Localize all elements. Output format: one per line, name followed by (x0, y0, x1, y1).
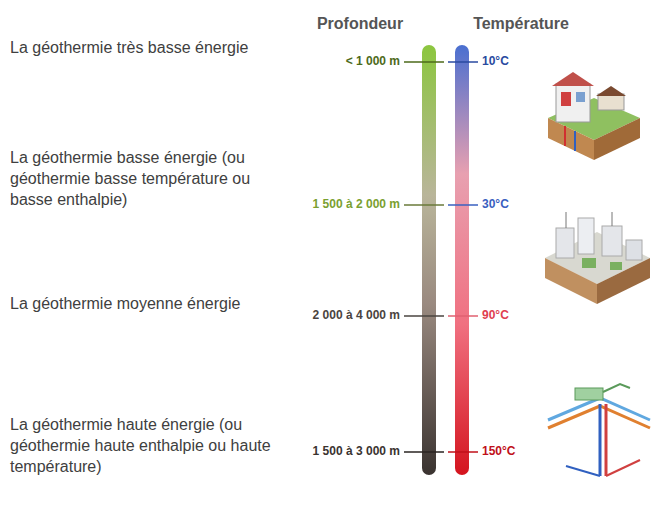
column-heading: Profondeur (300, 14, 420, 35)
depth-value: 1 500 à 3 000 m (262, 444, 400, 460)
category-text: La géothermie haute énergie (ou géotherm… (10, 415, 280, 477)
category-text: La géothermie très basse énergie (10, 38, 280, 59)
depth-value: < 1 000 m (280, 54, 400, 70)
pipes-illustration (548, 384, 650, 476)
column-heading: Température (446, 14, 596, 35)
house-illustration (548, 72, 640, 160)
temperature-value: 150°C (482, 444, 542, 460)
category-text: La géothermie moyenne énergie (10, 294, 280, 315)
tick-marks (404, 62, 478, 452)
temperature-value: 30°C (482, 197, 542, 213)
temperature-bar (455, 45, 469, 475)
temperature-value: 10°C (482, 54, 542, 70)
city-illustration (545, 212, 650, 304)
depth-value: 2 000 à 4 000 m (262, 308, 400, 324)
category-text: La géothermie basse énergie (ou géotherm… (10, 148, 280, 210)
depth-bar (422, 45, 436, 475)
temperature-value: 90°C (482, 308, 542, 324)
depth-value: 1 500 à 2 000 m (262, 197, 400, 213)
